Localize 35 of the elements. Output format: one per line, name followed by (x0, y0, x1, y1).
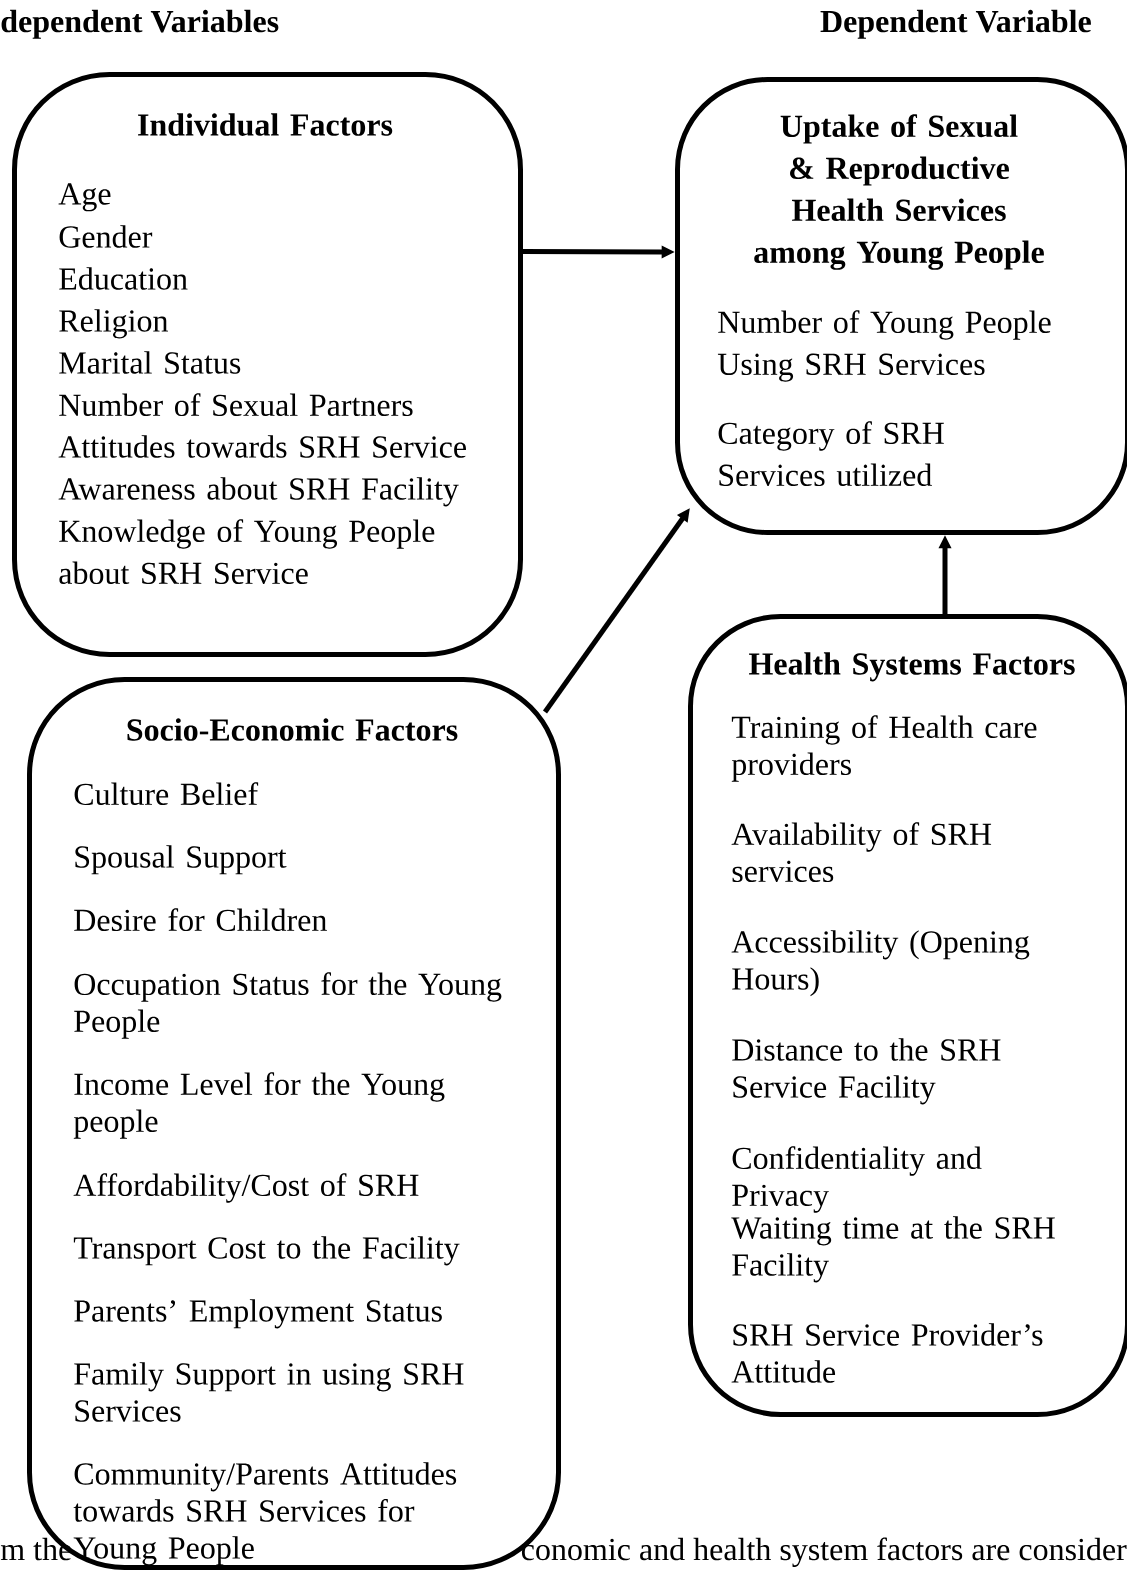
list-item: Category of SRH Services utilized (718, 421, 944, 487)
list-item: Number of Young People Using SRH Services (717, 310, 1051, 382)
list-item: Spousal Support (75, 845, 287, 875)
list-item: Gender (59, 225, 153, 248)
list-item: Attitudes towards SRH Service (58, 435, 466, 458)
list-item: Family Support in using SRH Services (74, 1362, 464, 1422)
list-item: Number of Sexual Partners (59, 393, 413, 417)
list-item: Marital Status (59, 351, 241, 374)
list-item: Accessibility (Opening Hours) (731, 930, 1030, 997)
body-text: conomic and health system factors are consider (521, 1537, 1127, 1567)
list-item: Parents’ Employment Status (74, 1299, 442, 1329)
list-item: Age (58, 183, 111, 212)
box-heading: Socio-Economic Factors (127, 718, 458, 741)
column-heading: Dependent Variable (820, 9, 1091, 39)
list-item: Community/Parents Attitudes towards SRH Services for Young People (73, 1462, 457, 1566)
list-item: Waiting time at the SRH Facility (731, 1216, 1055, 1283)
column-heading: dependent Variables (1, 9, 279, 39)
list-item: Distance to the SRH Service Facility (732, 1038, 1001, 1105)
box-heading: Individual Factors (138, 113, 393, 136)
list-item: Training of Health care providers (731, 715, 1037, 782)
box-heading: Health Systems Factors (749, 652, 1075, 682)
list-item: Transport Cost to the Facility (73, 1236, 460, 1266)
list-item: Awareness about SRH Facility (58, 477, 459, 507)
list-item: Availability of SRH services (731, 822, 992, 883)
box-heading: Uptake of Sexual & Reproductive Health Services among Young People (754, 114, 1044, 270)
list-item: SRH Service Provider’s Attitude (731, 1323, 1043, 1383)
list-item: Income Level for the Young people (73, 1072, 445, 1139)
list-item: Confidentiality and Privacy (732, 1146, 982, 1213)
list-item: Occupation Status for the Young People (74, 972, 502, 1039)
list-item: Education (59, 267, 188, 290)
list-item: Knowledge of Young People about SRH Service (59, 519, 435, 585)
list-item: Religion (59, 309, 168, 339)
list-item: Desire for Children (74, 908, 327, 932)
list-item: Affordability/Cost of SRH (73, 1173, 419, 1203)
list-item: Culture Belief (74, 782, 259, 806)
